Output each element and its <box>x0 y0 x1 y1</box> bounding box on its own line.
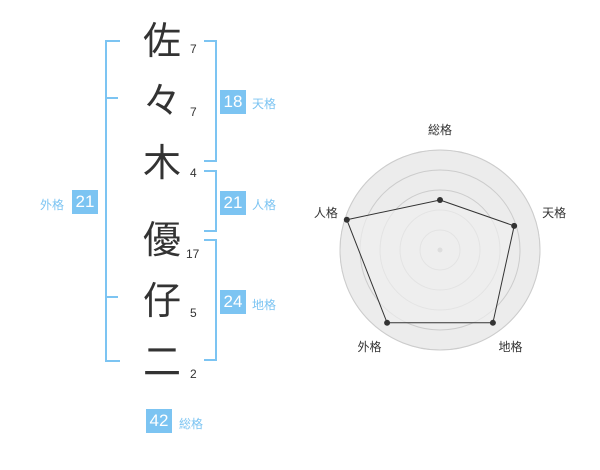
radar-axis-label-1: 総格 <box>428 122 452 137</box>
stroke-count-3: 4 <box>190 166 197 180</box>
radar-axis-label-5: 人格 <box>314 205 338 220</box>
name-char-1: 佐 <box>142 19 181 63</box>
radar-point-2 <box>511 222 518 229</box>
stroke-count-2: 7 <box>190 105 197 119</box>
radar-point-1 <box>437 197 443 203</box>
radar-point-3 <box>489 319 496 326</box>
gaikaku-bracket-tick-1 <box>105 97 118 99</box>
radar-ring <box>339 149 541 351</box>
radar-axis-label-4: 外格 <box>357 339 381 354</box>
gaikaku-bracket-tick-2 <box>105 296 118 298</box>
chikaku-bracket <box>204 239 217 361</box>
tenkaku-bracket <box>204 40 217 162</box>
jinkaku-label: 人格 <box>252 198 277 212</box>
stroke-count-1: 7 <box>190 42 197 56</box>
tenkaku-badge: 18 <box>220 90 246 114</box>
stroke-count-6: 2 <box>190 367 197 381</box>
chikaku-badge: 24 <box>220 290 246 314</box>
radar-point-4 <box>384 319 391 326</box>
name-char-2: 々 <box>142 79 181 123</box>
gaikaku-badge: 21 <box>72 190 98 214</box>
radar-axis-label-2: 天格 <box>542 205 566 220</box>
name-char-6: 二 <box>142 340 181 384</box>
radar-axis-label-3: 地格 <box>499 339 523 354</box>
radar-point-5 <box>343 216 350 223</box>
radar-polygon <box>346 199 515 324</box>
name-char-5: 仔 <box>142 279 181 323</box>
gaikaku-bracket <box>105 40 120 362</box>
soukaku-badge: 42 <box>146 409 172 433</box>
jinkaku-badge: 21 <box>220 191 246 215</box>
soukaku-label: 総格 <box>179 417 204 431</box>
jinkaku-bracket <box>204 170 217 232</box>
stroke-count-5: 5 <box>190 306 197 320</box>
tenkaku-label: 天格 <box>252 97 277 111</box>
chikaku-label: 地格 <box>252 298 277 312</box>
name-char-4: 優 <box>142 218 181 262</box>
gaikaku-label: 外格 <box>40 198 65 212</box>
name-char-3: 木 <box>142 141 181 185</box>
stroke-count-4: 17 <box>186 247 200 261</box>
